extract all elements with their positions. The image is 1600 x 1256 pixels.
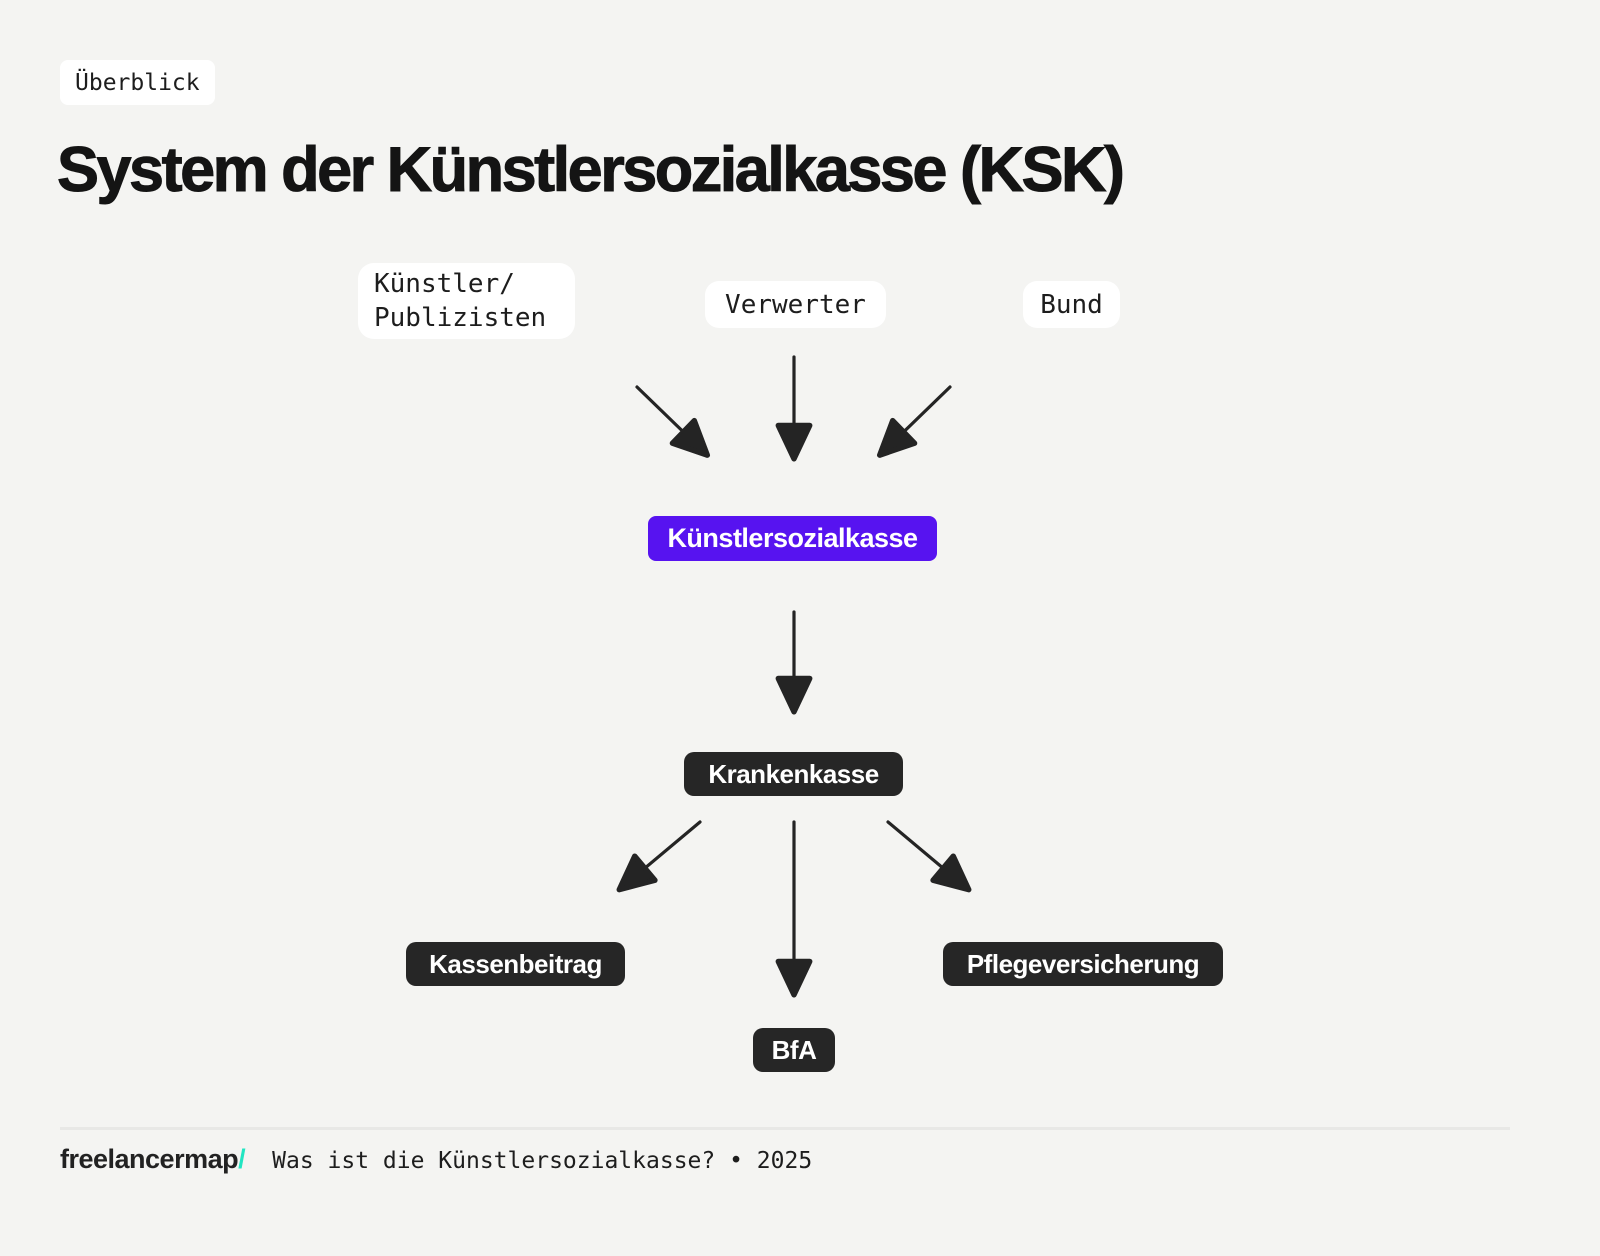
node-kuenstlersozialkasse-label: Künstlersozialkasse — [667, 523, 918, 553]
node-verwerter: Verwerter — [705, 281, 886, 328]
footer: freelancermap/ Was ist die Künstlersozia… — [60, 1144, 812, 1175]
overview-badge: Überblick — [60, 60, 215, 105]
node-kassenbeitrag-label: Kassenbeitrag — [429, 948, 602, 979]
node-bfa: BfA — [753, 1028, 835, 1072]
node-bund: Bund — [1023, 281, 1120, 328]
node-kuenstler-line2: Publizisten — [374, 303, 547, 333]
freelancermap-logo-slash: / — [238, 1144, 246, 1174]
node-bfa-label: BfA — [771, 1034, 817, 1065]
arrow-kuenstler-to-ksk — [635, 385, 711, 458]
page-title: System der Künstlersozialkasse (KSK) — [56, 135, 1125, 206]
freelancermap-logo: freelancermap/ — [60, 1144, 246, 1175]
footer-tagline: Was ist die Künstlersozialkasse? • 2025 — [272, 1148, 813, 1174]
node-krankenkasse: Krankenkasse — [684, 752, 903, 796]
footer-divider — [60, 1127, 1510, 1130]
node-kuenstlersozialkasse: Künstlersozialkasse — [648, 516, 937, 561]
arrow-krankenkasse-to-kassenbeitrag — [616, 820, 702, 893]
node-pflegeversicherung: Pflegeversicherung — [943, 942, 1223, 986]
arrow-bund-to-ksk — [876, 385, 952, 458]
node-krankenkasse-label: Krankenkasse — [708, 758, 879, 789]
node-kassenbeitrag: Kassenbeitrag — [406, 942, 625, 986]
node-kuenstler-line1: Künstler/ — [374, 269, 515, 299]
node-kuenstler-publizisten: Künstler/ Publizisten — [358, 263, 575, 339]
freelancermap-logo-text: freelancermap — [60, 1144, 239, 1174]
node-bund-label: Bund — [1040, 289, 1103, 320]
overview-badge-label: Überblick — [75, 69, 200, 96]
node-verwerter-label: Verwerter — [725, 289, 866, 320]
arrow-krankenkasse-to-pflegeversicherung — [886, 820, 972, 893]
node-pflegeversicherung-label: Pflegeversicherung — [966, 948, 1200, 979]
